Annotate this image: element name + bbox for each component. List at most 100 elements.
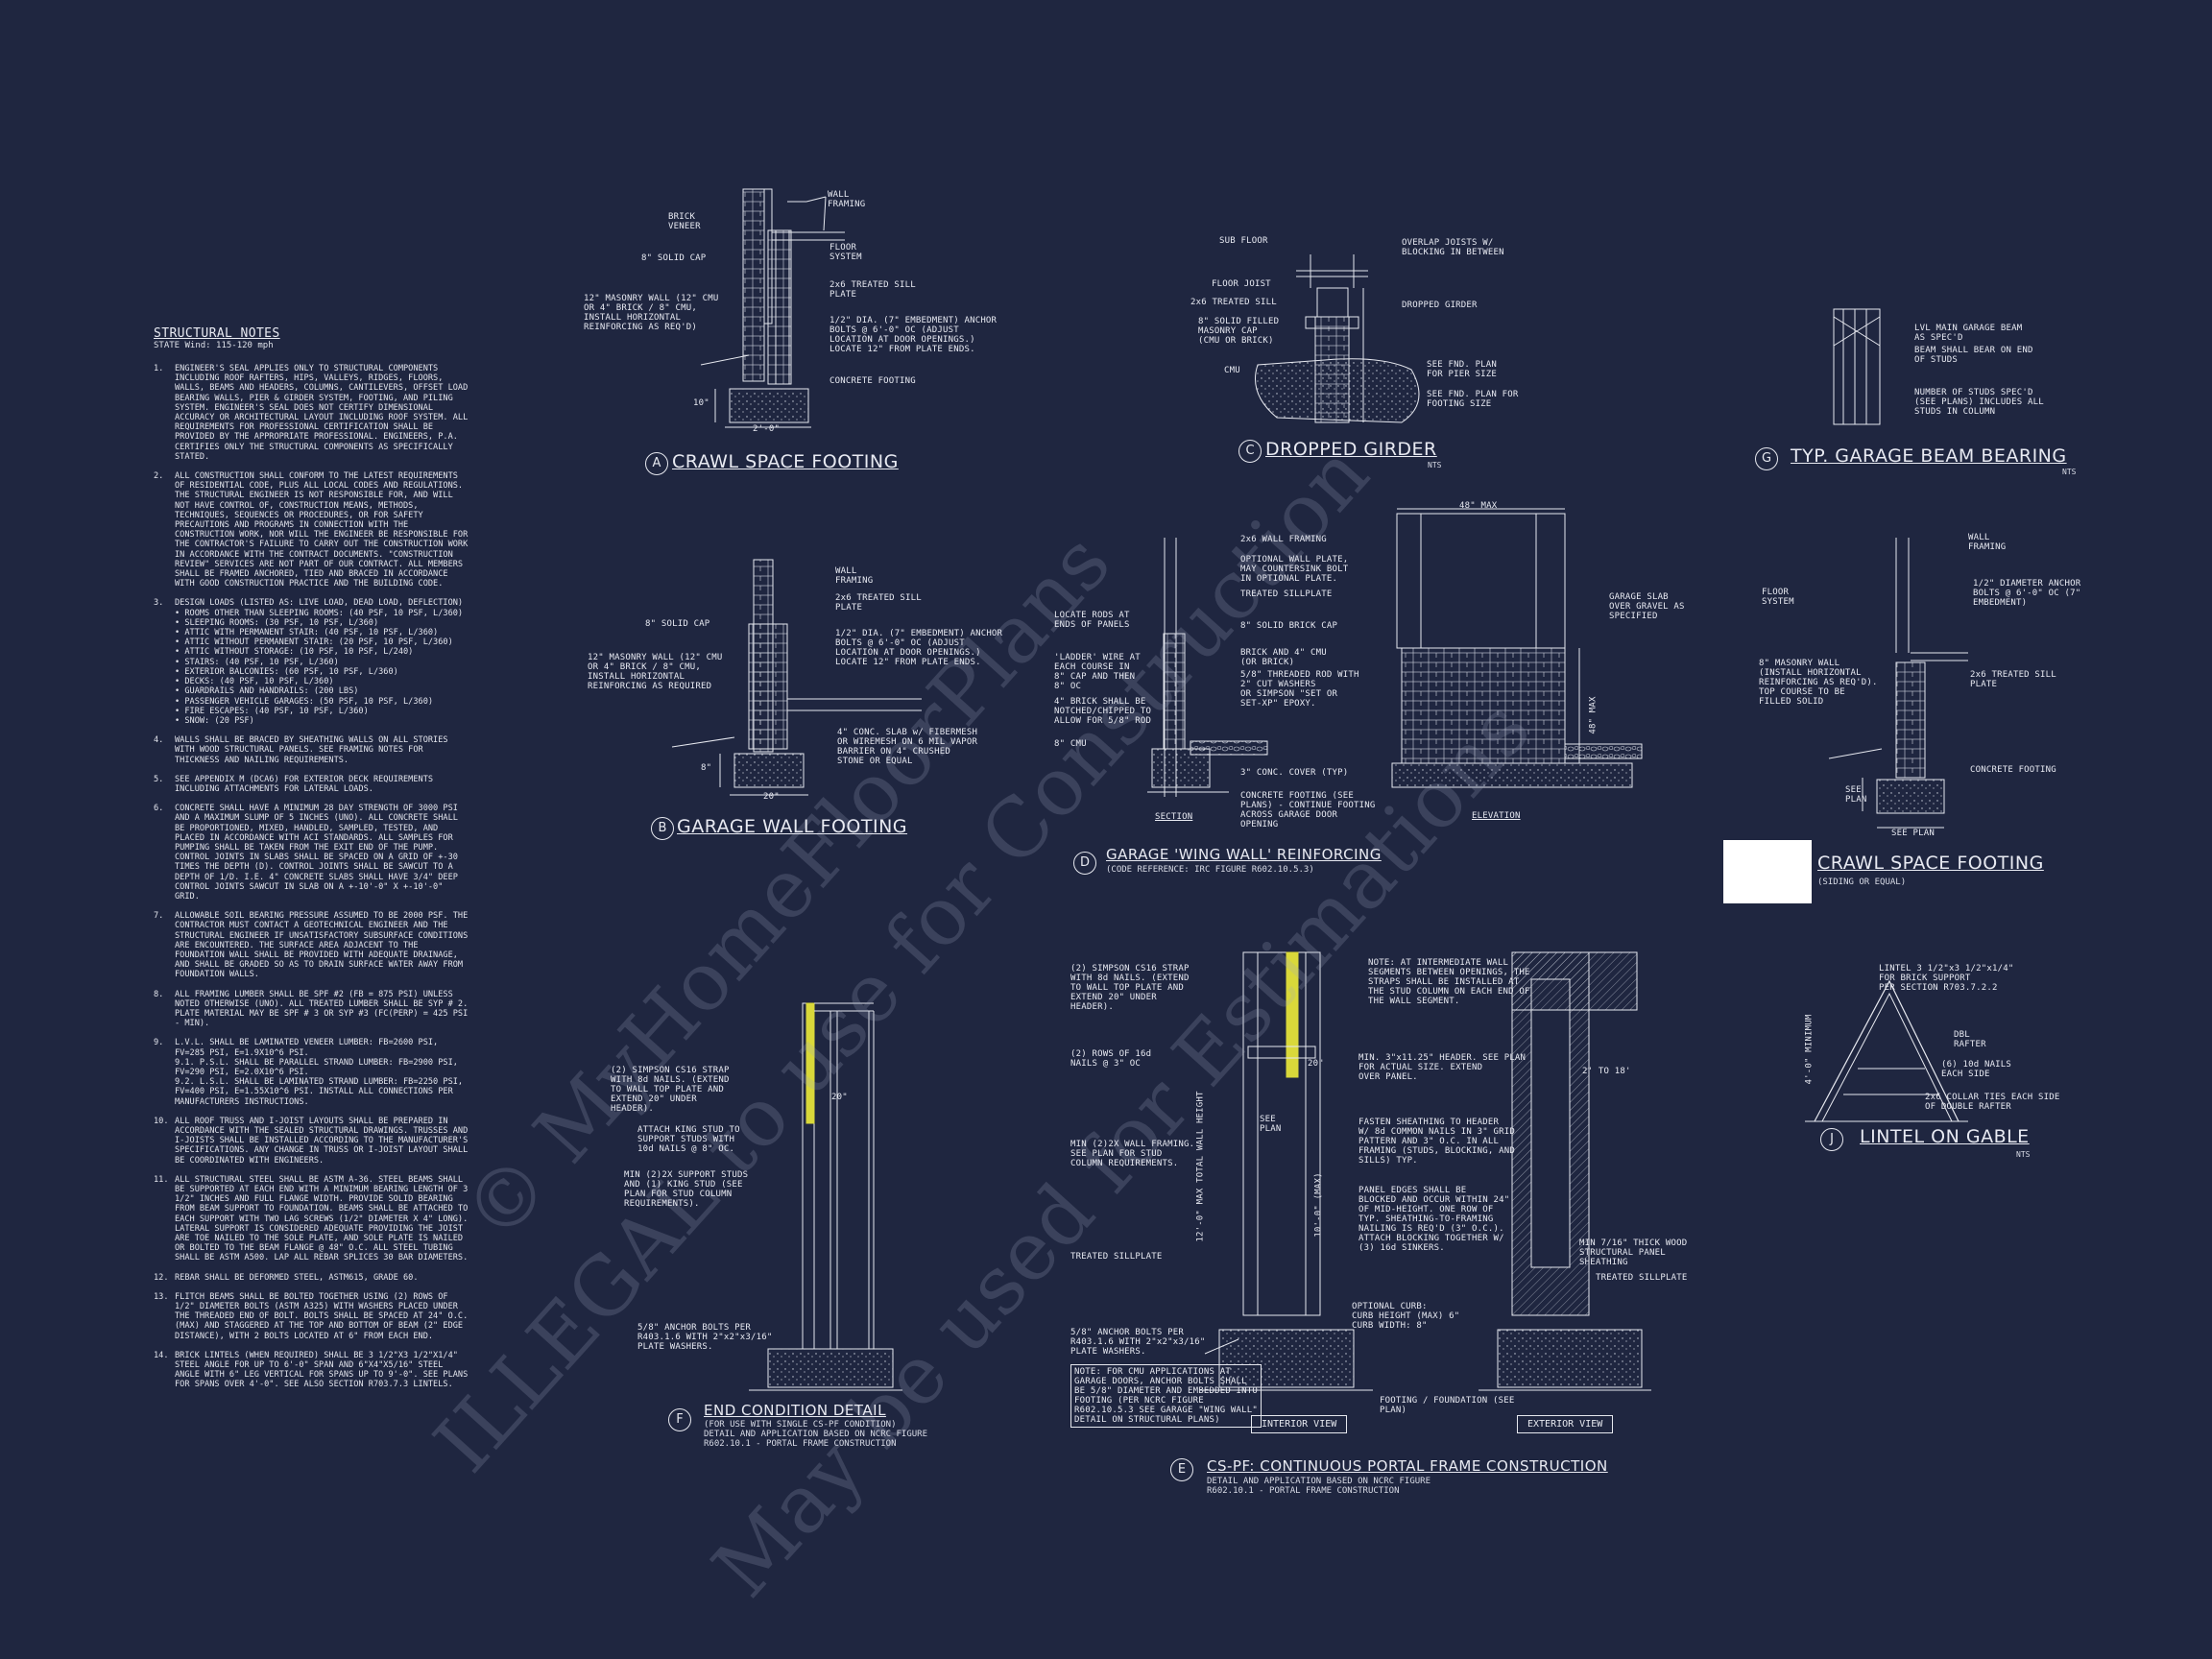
detail-d-label: TREATED SILLPLATE bbox=[1240, 589, 1333, 599]
detail-e-label: MIN. 3"x11.25" HEADER. SEE PLAN FOR ACTU… bbox=[1358, 1053, 1527, 1082]
structural-note-item: 14.BRICK LINTELS (WHEN REQUIRED) SHALL B… bbox=[154, 1351, 470, 1390]
detail-d-label: ELEVATION bbox=[1472, 811, 1521, 821]
note-text: ALLOWABLE SOIL BEARING PRESSURE ASSUMED … bbox=[175, 911, 469, 980]
detail-d-label: CONCRETE FOOTING (SEE PLANS) - CONTINUE … bbox=[1240, 791, 1376, 830]
detail-e-label: NOTE: FOR CMU APPLICATIONS AT GARAGE DOO… bbox=[1070, 1364, 1262, 1428]
note-number: 14. bbox=[154, 1350, 169, 1360]
note-number: 7. bbox=[154, 911, 164, 922]
detail-e-title: CS-PF: CONTINUOUS PORTAL FRAME CONSTRUCT… bbox=[1207, 1457, 1608, 1475]
note-number: 10. bbox=[154, 1116, 169, 1126]
exterior-view-label: EXTERIOR VIEW bbox=[1517, 1415, 1614, 1433]
detail-a-label: 1/2" DIA. (7" EMBEDMENT) ANCHOR BOLTS @ … bbox=[830, 316, 998, 354]
detail-b-label: 8" SOLID CAP bbox=[645, 619, 710, 629]
structural-note-item: 12. REBAR SHALL BE DEFORMED STEEL, ASTM61… bbox=[154, 1273, 470, 1283]
detail-a-label: 12" MASONRY WALL (12" CMU OR 4" BRICK / … bbox=[584, 294, 719, 332]
detail-e-label: 12'-0" MAX TOTAL WALL HEIGHT bbox=[1195, 1091, 1206, 1242]
detail-e-label: SEE PLAN bbox=[1260, 1115, 1282, 1134]
detail-a-label: 10" bbox=[693, 398, 709, 408]
note-number: 5. bbox=[154, 774, 164, 784]
detail-h-label: 8" MASONRY WALL (INSTALL HORIZONTAL REIN… bbox=[1759, 659, 1878, 707]
detail-d-marker: D bbox=[1073, 852, 1096, 875]
structural-note-item: 1.ENGINEER'S SEAL APPLIES ONLY TO STRUCT… bbox=[154, 364, 470, 462]
structural-note-item: 4.WALLS SHALL BE BRACED BY SHEATHING WAL… bbox=[154, 735, 470, 765]
structural-note-item: 6.CONCRETE SHALL HAVE A MINIMUM 28 DAY S… bbox=[154, 804, 470, 902]
detail-g-title: TYP. GARAGE BEAM BEARING bbox=[1791, 445, 2067, 467]
detail-a-marker: A bbox=[645, 452, 668, 475]
detail-b-label: 20" bbox=[763, 792, 780, 802]
detail-e-label: FASTEN SHEATHING TO HEADER W/ 8d COMMON … bbox=[1358, 1118, 1515, 1166]
note-number: 4. bbox=[154, 735, 164, 746]
detail-b-label: 1/2" DIA. (7" EMBEDMENT) ANCHOR BOLTS @ … bbox=[835, 629, 1003, 667]
detail-j-label: (6) 10d NAILS EACH SIDE bbox=[1941, 1060, 2012, 1079]
note-number: 11. bbox=[154, 1174, 169, 1185]
detail-c-label: CMU bbox=[1224, 366, 1240, 375]
detail-b-label: 12" MASONRY WALL (12" CMU OR 4" BRICK / … bbox=[588, 653, 723, 691]
note-number: 13. bbox=[154, 1291, 169, 1302]
note-text: CONCRETE SHALL HAVE A MINIMUM 28 DAY STR… bbox=[175, 804, 458, 902]
detail-d-subtitle: (CODE REFERENCE: IRC FIGURE R602.10.5.3) bbox=[1106, 865, 1314, 875]
detail-g-label: BEAM SHALL BEAR ON END OF STUDS bbox=[1914, 346, 2033, 365]
detail-h-label: SEE PLAN bbox=[1891, 829, 1935, 838]
detail-d-label: OPTIONAL WALL PLATE, MAY COUNTERSINK BOL… bbox=[1240, 555, 1349, 584]
detail-d-title: GARAGE 'WING WALL' REINFORCING bbox=[1106, 846, 1382, 863]
detail-h-label: FLOOR SYSTEM bbox=[1762, 588, 1794, 607]
structural-note-item: 8.ALL FRAMING LUMBER SHALL BE SPF #2 (Fb… bbox=[154, 990, 470, 1029]
detail-e-label: 2' TO 18' bbox=[1582, 1067, 1631, 1076]
detail-h-label: WALL FRAMING bbox=[1968, 533, 2007, 552]
structural-note-item: 10. ALL ROOF TRUSS AND I-JOIST LAYOUTS SH… bbox=[154, 1117, 470, 1166]
detail-a-label: CONCRETE FOOTING bbox=[830, 376, 916, 386]
detail-e-label: MIN 7/16" THICK WOOD STRUCTURAL PANEL SH… bbox=[1579, 1238, 1688, 1267]
structural-notes: STRUCTURAL NOTES STATE Wind: 115-120 mph… bbox=[154, 326, 470, 1400]
detail-a-label: 8" SOLID CAP bbox=[641, 253, 707, 263]
detail-f-label: (2) SIMPSON CS16 STRAP WITH 8d NAILS. (E… bbox=[611, 1066, 730, 1114]
note-text: ALL STRUCTURAL STEEL SHALL BE ASTM A-36.… bbox=[175, 1174, 469, 1263]
note-text: REBAR SHALL BE DEFORMED STEEL, ASTM615, … bbox=[175, 1272, 419, 1283]
detail-e-label: NOTE: AT INTERMEDIATE WALL SEGMENTS BETW… bbox=[1368, 958, 1530, 1006]
detail-d-label: BRICK AND 4" CMU (OR BRICK) bbox=[1240, 648, 1327, 667]
notes-title: STRUCTURAL NOTES bbox=[154, 326, 280, 341]
note-number: 12. bbox=[154, 1272, 169, 1283]
note-number: 3. bbox=[154, 598, 164, 609]
detail-b-label: 4" CONC. SLAB w/ FIBERMESH OR WIREMESH O… bbox=[837, 728, 978, 766]
detail-j-nts: NTS bbox=[2016, 1150, 2031, 1159]
detail-e-label: FOOTING / FOUNDATION (SEE PLAN) bbox=[1380, 1396, 1515, 1415]
detail-f-subtitle: (FOR USE WITH SINGLE CS-PF CONDITION) DE… bbox=[704, 1420, 927, 1449]
note-text: ALL ROOF TRUSS AND I-JOIST LAYOUTS SHALL… bbox=[175, 1116, 469, 1166]
note-text: ALL FRAMING LUMBER SHALL BE SPF #2 (Fb =… bbox=[175, 989, 469, 1029]
detail-c-nts: NTS bbox=[1428, 461, 1442, 469]
detail-e-label: TREATED SILLPLATE bbox=[1070, 1252, 1163, 1262]
structural-note-item: 5. SEE APPENDIX M (DCA6) FOR EXTERIOR DEC… bbox=[154, 775, 470, 794]
note-text: SEE APPENDIX M (DCA6) FOR EXTERIOR DECK … bbox=[175, 774, 434, 794]
detail-d-label: 48" MAX bbox=[1588, 696, 1599, 734]
detail-j-title: LINTEL ON GABLE bbox=[1860, 1126, 2030, 1147]
detail-j-label: 2x6 COLLAR TIES EACH SIDE OF DOUBLE RAFT… bbox=[1925, 1093, 2060, 1112]
detail-f-label: 5/8" ANCHOR BOLTS PER R403.1.6 WITH 2"x2… bbox=[637, 1323, 773, 1352]
detail-a-title: CRAWL SPACE FOOTING bbox=[672, 451, 899, 472]
structural-note-item: 11. ALL STRUCTURAL STEEL SHALL BE ASTM A-… bbox=[154, 1175, 470, 1263]
detail-f-label: ATTACH KING STUD TO SUPPORT STUDS WITH 1… bbox=[637, 1125, 740, 1154]
redaction-block bbox=[1723, 840, 1812, 903]
detail-f-label: 20" bbox=[831, 1093, 848, 1102]
detail-d-label: 5/8" THREADED ROD WITH 2" CUT WASHERS OR… bbox=[1240, 670, 1359, 709]
detail-j-label: 4'-0" MINIMUM bbox=[1804, 1014, 1815, 1085]
structural-note-item: 3.DESIGN LOADS (LISTED AS: LIVE LOAD, DE… bbox=[154, 598, 470, 726]
detail-e-label: (2) SIMPSON CS16 STRAP WITH 8d NAILS. (E… bbox=[1070, 964, 1190, 1012]
detail-f-label: MIN (2)2X SUPPORT STUDS AND (1) KING STU… bbox=[624, 1170, 749, 1209]
note-number: 1. bbox=[154, 364, 164, 373]
interior-view-label: INTERIOR VIEW bbox=[1251, 1415, 1348, 1433]
detail-g-nts: NTS bbox=[2062, 468, 2077, 476]
detail-e-label: 20" bbox=[1308, 1059, 1324, 1069]
detail-d-label: SECTION bbox=[1155, 812, 1193, 822]
detail-e-label: 5/8" ANCHOR BOLTS PER R403.1.6 WITH 2"x2… bbox=[1070, 1328, 1206, 1357]
notes-subtitle: STATE Wind: 115-120 mph bbox=[154, 341, 274, 350]
detail-b-label: 8" bbox=[701, 763, 712, 773]
detail-h-label: CONCRETE FOOTING bbox=[1970, 765, 2056, 775]
detail-c-label: OVERLAP JOISTS W/ BLOCKING IN BETWEEN bbox=[1402, 238, 1504, 257]
note-number: 2. bbox=[154, 471, 164, 482]
detail-d-label: 8" CMU bbox=[1054, 739, 1087, 749]
detail-d-label: 4" BRICK SHALL BE NOTCHED/CHIPPED TO ALL… bbox=[1054, 697, 1152, 726]
detail-g-marker: G bbox=[1755, 447, 1778, 470]
detail-e-label: 10'-0" (MAX) bbox=[1313, 1172, 1324, 1238]
detail-c-label: SEE FND. PLAN FOR FOOTING SIZE bbox=[1427, 390, 1519, 409]
